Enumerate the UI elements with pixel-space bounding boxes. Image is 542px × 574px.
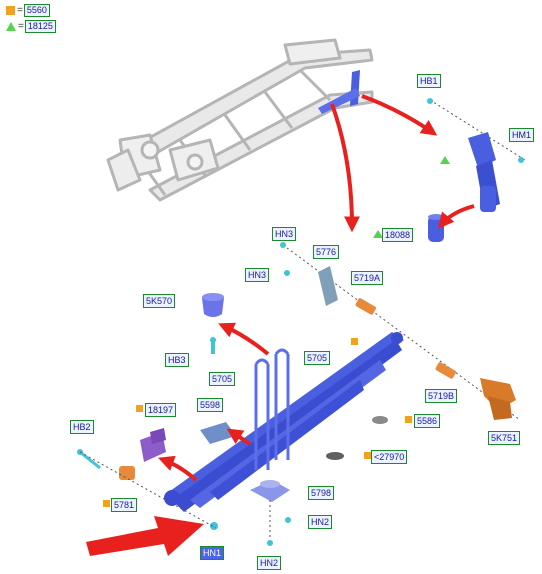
- vehicle-frame: [106, 38, 374, 202]
- highlight-arrow: [86, 516, 204, 556]
- green-triangle-icon: [373, 230, 383, 238]
- legend-equals: =: [18, 20, 24, 32]
- callout-5705-right[interactable]: 5705: [304, 351, 331, 365]
- orange-square-icon: [364, 452, 371, 459]
- callout-5705-left[interactable]: 5705: [209, 372, 236, 386]
- callout-hb3[interactable]: HB3: [165, 353, 189, 367]
- callout-5598[interactable]: 5598: [197, 398, 224, 412]
- nut-hn1-icon: [210, 522, 218, 530]
- orange-square-icon: [6, 5, 15, 15]
- callout-hn2-right[interactable]: HN2: [308, 515, 333, 529]
- callout-hb2[interactable]: HB2: [70, 420, 94, 434]
- orange-square-icon: [405, 416, 412, 423]
- direction-arrows: [158, 94, 475, 482]
- spring-plate-5598: [200, 422, 236, 444]
- spring-seat-5798: [250, 480, 290, 502]
- pad-27970: [326, 452, 344, 460]
- callout-18088[interactable]: 18088: [382, 228, 414, 242]
- bolt-hb3-icon: [210, 337, 216, 354]
- shackle-hardware: [280, 242, 521, 421]
- callout-5798[interactable]: 5798: [308, 486, 335, 500]
- callout-hn1[interactable]: HN1: [200, 546, 225, 560]
- legend-code[interactable]: 18125: [24, 19, 56, 33]
- callout-18197[interactable]: 18197: [145, 403, 177, 417]
- legend-equals: =: [17, 4, 23, 16]
- u-bolts-5705: [254, 348, 290, 470]
- leaf-spring: [164, 332, 404, 512]
- shock-bumper-18088: [428, 214, 444, 242]
- callout-5719b[interactable]: 5719B: [425, 389, 458, 403]
- bracket-18197: [140, 428, 166, 462]
- callout-hn2-bottom[interactable]: HN2: [257, 556, 282, 570]
- orange-square-icon: [103, 500, 110, 507]
- callout-5586[interactable]: 5586: [414, 414, 441, 428]
- orange-square-icon: [136, 405, 143, 412]
- bolt-hb1-icon: [427, 98, 433, 104]
- green-triangle-icon: [440, 156, 450, 164]
- callout-5776[interactable]: 5776: [313, 245, 340, 259]
- callout-5k570[interactable]: 5K570: [143, 294, 176, 308]
- legend-orange-square: = 5560: [6, 3, 50, 17]
- pad-5586: [372, 416, 388, 424]
- nut-hn2-icon: [267, 500, 291, 546]
- callout-5719a[interactable]: 5719A: [351, 271, 384, 285]
- callout-27970[interactable]: <27970: [371, 450, 408, 464]
- bushing-5781: [119, 466, 135, 480]
- callout-hn3-side[interactable]: HN3: [245, 268, 270, 282]
- legend-code[interactable]: 5560: [23, 3, 50, 17]
- legend-green-triangle: = 18125: [6, 19, 56, 33]
- callout-hm1[interactable]: HM1: [509, 128, 535, 142]
- shock-absorber: [427, 98, 526, 212]
- frame-highlighted-parts: [318, 70, 360, 114]
- green-triangle-icon: [6, 21, 16, 31]
- callout-5781[interactable]: 5781: [111, 498, 138, 512]
- callout-hb1[interactable]: HB1: [417, 74, 441, 88]
- callout-5k751[interactable]: 5K751: [488, 431, 521, 445]
- nut-hm1-icon: [518, 157, 524, 163]
- callout-hn3-top[interactable]: HN3: [272, 227, 297, 241]
- jounce-bumper-5k570: [202, 293, 224, 317]
- orange-square-icon: [351, 338, 358, 345]
